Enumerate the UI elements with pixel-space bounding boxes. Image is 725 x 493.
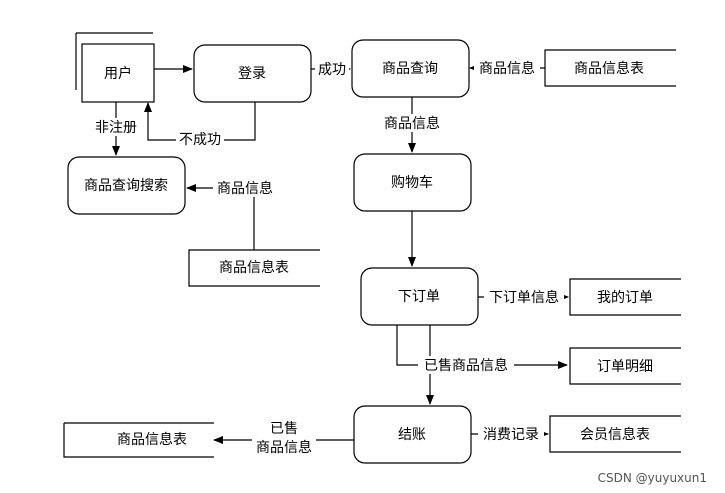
label-product-info-search: 商品信息 — [217, 180, 273, 197]
node-user: 用户 — [75, 32, 155, 103]
edge-table-search — [186, 184, 255, 250]
label-success: 成功 — [318, 62, 346, 78]
watermark: CSDN @yuyuxun1 — [598, 471, 707, 485]
label-order-info: 下订单信息 — [489, 289, 559, 306]
node-order-detail: 订单明细 — [569, 347, 681, 385]
node-order-label: 下订单 — [398, 289, 440, 305]
node-product-table-top: 商品信息表 — [544, 49, 676, 87]
node-product-table-bottom: 商品信息表 — [63, 422, 214, 458]
node-order: 下订单 — [360, 267, 479, 326]
node-login: 登录 — [193, 44, 312, 103]
label-product-info-cart: 商品信息 — [384, 115, 440, 132]
label-fail: 不成功 — [179, 132, 221, 148]
node-checkout: 结账 — [353, 405, 472, 464]
node-product-table-mid: 商品信息表 — [188, 249, 320, 287]
node-my-order: 我的订单 — [569, 278, 681, 316]
label-consumption-record: 消费记录 — [483, 427, 539, 443]
node-cart-label: 购物车 — [391, 174, 433, 191]
node-cart: 购物车 — [353, 153, 472, 212]
node-search: 商品查询搜索 — [67, 156, 186, 215]
node-member-table-label: 会员信息表 — [580, 426, 650, 443]
label-product-info-top: 商品信息 — [479, 60, 535, 77]
node-search-label: 商品查询搜索 — [84, 177, 168, 194]
label-sold-info: 已售商品信息 — [424, 357, 508, 374]
label-unregistered: 非注册 — [95, 120, 137, 136]
node-login-label: 登录 — [238, 66, 266, 82]
node-product-query-label: 商品查询 — [382, 61, 438, 77]
node-my-order-label: 我的订单 — [597, 290, 653, 306]
node-member-table: 会员信息表 — [549, 415, 681, 453]
node-product-query: 商品查询 — [351, 39, 470, 98]
node-product-table-mid-label: 商品信息表 — [219, 259, 289, 276]
node-user-label: 用户 — [104, 65, 132, 82]
node-checkout-label: 结账 — [398, 427, 426, 443]
label-sold-line1: 已售 — [270, 421, 298, 437]
node-product-table-bottom-label: 商品信息表 — [117, 431, 187, 448]
node-order-detail-label: 订单明细 — [597, 359, 653, 375]
label-sold-line2: 商品信息 — [256, 439, 312, 456]
node-product-table-top-label: 商品信息表 — [574, 60, 644, 77]
